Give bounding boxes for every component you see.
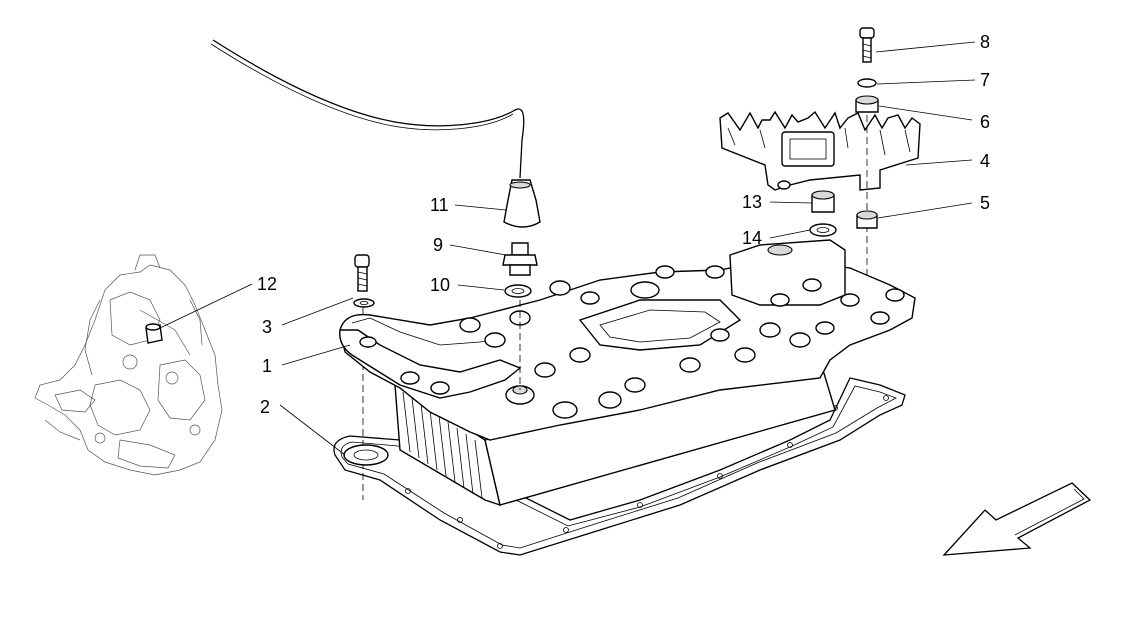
callout-7: 7 [980,70,990,90]
callout-1: 1 [262,356,272,376]
callout-14: 14 [742,228,762,248]
washer-14 [809,223,837,237]
sensor-cable [212,39,525,179]
callout-labels: 1 2 3 4 5 6 7 8 9 10 11 12 13 14 [257,32,990,417]
callout-2: 2 [260,397,270,417]
bracket-4 [719,110,921,191]
nut-5 [856,210,878,229]
callout-13: 13 [742,192,762,212]
sensor-9 [502,242,538,276]
callout-6: 6 [980,112,990,132]
engine-block-sketch [34,254,223,476]
gasket-2 [333,377,906,556]
front-direction-arrow-icon [942,482,1092,556]
washer-7 [857,78,877,88]
spacer-13 [811,190,835,213]
screw-8 [859,27,875,63]
spacer-6 [855,95,879,113]
callout-5: 5 [980,193,990,213]
callout-3: 3 [262,317,272,337]
callout-12: 12 [257,274,277,294]
connector-11 [503,179,541,228]
callout-4: 4 [980,151,990,171]
callout-10: 10 [430,275,450,295]
callout-9: 9 [433,235,443,255]
leader-lines [159,41,976,456]
callout-11: 11 [430,195,449,215]
bosses [359,265,905,419]
callout-8: 8 [980,32,990,52]
screw-3 [353,254,375,308]
hydraulic-unit-1 [339,239,916,507]
washer-10 [504,284,532,298]
